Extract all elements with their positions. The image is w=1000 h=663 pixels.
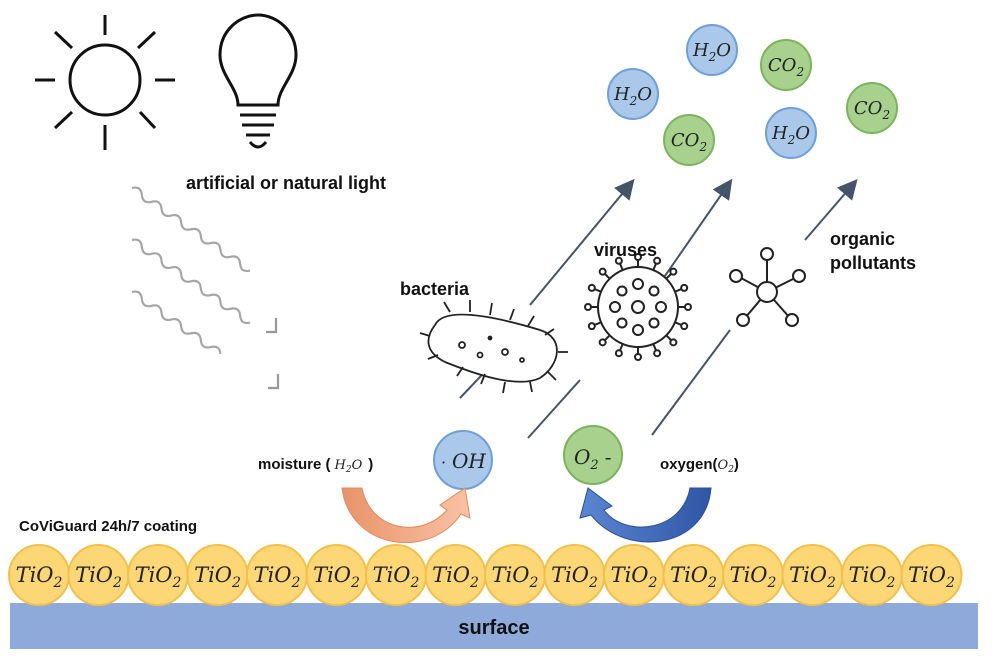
tio2-particle: TiO2 bbox=[305, 544, 368, 606]
surface-layer bbox=[10, 603, 978, 649]
water-molecule: H2O bbox=[607, 68, 659, 120]
hydroxyl-radical: · OH bbox=[433, 430, 493, 490]
tio2-particle: TiO2 bbox=[127, 544, 189, 606]
tio2-particle: TiO2 bbox=[900, 544, 963, 606]
virus-icon bbox=[584, 253, 692, 361]
tio2-formula: TiO2 bbox=[611, 563, 658, 591]
viruses-label: viruses bbox=[594, 240, 657, 260]
carbon-dioxide-molecule: CO2 bbox=[663, 114, 715, 166]
tio2-particle: TiO2 bbox=[603, 544, 665, 606]
water-molecule: H2O bbox=[686, 24, 738, 76]
tio2-particle: TiO2 bbox=[365, 544, 427, 606]
tio2-particle: TiO2 bbox=[8, 544, 70, 606]
tio2-particle: TiO2 bbox=[781, 544, 844, 606]
organic-molecule-icon bbox=[729, 247, 806, 327]
bacteria-icon bbox=[419, 300, 568, 394]
tio2-formula: TiO2 bbox=[16, 563, 63, 591]
water-formula: H2O bbox=[613, 84, 652, 108]
hydroxyl-dot: · bbox=[441, 453, 446, 472]
water-formula: H2O bbox=[771, 123, 810, 147]
co2-formula: CO2 bbox=[671, 130, 707, 154]
tio2-particle: TiO2 bbox=[424, 544, 487, 606]
tio2-formula: TiO2 bbox=[254, 563, 301, 591]
superoxide-radical: O2- bbox=[563, 425, 623, 485]
light-wave-icon bbox=[131, 186, 280, 390]
tio2-formula: TiO2 bbox=[730, 563, 777, 591]
tio2-particle: TiO2 bbox=[246, 544, 308, 606]
tio2-formula: TiO2 bbox=[75, 563, 122, 591]
tio2-particle-row: TiO2 TiO2 TiO2 TiO2 TiO2 TiO2 TiO2 TiO2 TiO2 TiO2… bbox=[8, 544, 963, 606]
carbon-dioxide-molecule: CO2 bbox=[846, 82, 898, 134]
moisture-label: moisture (H2O) bbox=[258, 456, 373, 475]
bacteria-label: bacteria bbox=[400, 279, 470, 299]
tio2-formula: TiO2 bbox=[670, 563, 717, 591]
tio2-particle: TiO2 bbox=[662, 544, 725, 606]
tio2-formula: TiO2 bbox=[789, 563, 836, 591]
sun-icon bbox=[35, 15, 175, 150]
light-label: artificial or natural light bbox=[186, 173, 386, 193]
water-molecule: H2O bbox=[765, 107, 817, 159]
organic-label-line1: organic bbox=[830, 229, 895, 249]
tio2-particle: TiO2 bbox=[186, 544, 249, 606]
tio2-formula: TiO2 bbox=[492, 563, 539, 591]
oxygen-arrow bbox=[579, 487, 712, 543]
moisture-arrow bbox=[341, 487, 471, 544]
tio2-formula: TiO2 bbox=[194, 563, 241, 591]
tio2-formula: TiO2 bbox=[908, 563, 955, 591]
tio2-particle: TiO2 bbox=[543, 544, 606, 606]
surface-label: surface bbox=[458, 617, 529, 639]
oxygen-label: oxygen(O2) bbox=[660, 456, 739, 475]
tio2-formula: TiO2 bbox=[313, 563, 360, 591]
hydroxyl-formula: OH bbox=[452, 449, 486, 473]
tio2-formula: TiO2 bbox=[432, 563, 479, 591]
tio2-particle: TiO2 bbox=[841, 544, 903, 606]
tio2-formula: TiO2 bbox=[135, 563, 182, 591]
co2-formula: CO2 bbox=[854, 98, 890, 122]
light-bulb-icon bbox=[218, 13, 298, 149]
co2-formula: CO2 bbox=[768, 55, 804, 79]
carbon-dioxide-molecule: CO2 bbox=[760, 39, 812, 91]
tio2-formula: TiO2 bbox=[849, 563, 896, 591]
tio2-formula: TiO2 bbox=[373, 563, 420, 591]
tio2-particle: TiO2 bbox=[67, 544, 130, 606]
coating-label: CoViGuard 24h/7 coating bbox=[19, 518, 197, 535]
water-formula: H2O bbox=[692, 40, 731, 64]
tio2-particle: TiO2 bbox=[722, 544, 784, 606]
organic-label-line2: pollutants bbox=[830, 253, 916, 273]
tio2-particle: TiO2 bbox=[484, 544, 546, 606]
superoxide-formula: O2- bbox=[574, 445, 611, 473]
tio2-formula: TiO2 bbox=[551, 563, 598, 591]
